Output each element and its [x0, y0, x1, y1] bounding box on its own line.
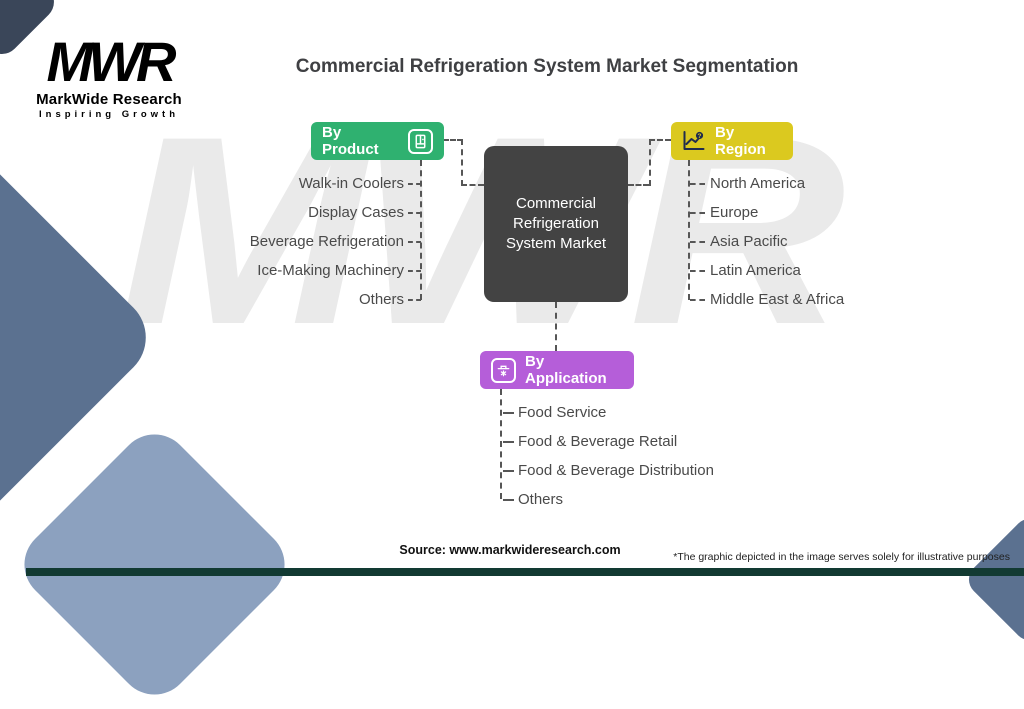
segment-item-label: Food & Beverage Distribution: [518, 462, 714, 479]
page-title: Commercial Refrigeration System Market S…: [295, 56, 799, 77]
connector-line: [461, 184, 484, 186]
source-text: Source: www.markwideresearch.com: [399, 543, 621, 557]
segment-item: Europe: [690, 198, 1010, 227]
segment-item: Asia Pacific: [690, 227, 1010, 256]
segment-item-label: North America: [710, 175, 806, 192]
segment-item-label: Others: [518, 491, 564, 508]
disclaimer-text: *The graphic depicted in the image serve…: [673, 551, 1010, 563]
segment-item-label: Display Cases: [308, 204, 404, 221]
badge-by-product: By Product: [311, 122, 444, 160]
segment-item: Ice-Making Machinery: [84, 256, 421, 285]
chart-search-icon: ?: [682, 130, 706, 152]
segment-item: Others: [503, 485, 848, 514]
segment-item-label: Europe: [710, 204, 759, 221]
connector-line: [649, 139, 671, 141]
segment-item: Middle East & Africa: [690, 285, 1010, 314]
decor-bottom-strip: [26, 568, 1024, 576]
central-node-label: Commercial Refrigeration System Market: [505, 194, 607, 253]
central-node: Commercial Refrigeration System Market: [484, 146, 628, 302]
segment-item: Beverage Refrigeration: [84, 227, 421, 256]
branch-line-product: [420, 160, 422, 300]
segment-item-label: Others: [358, 291, 404, 308]
segment-item-label: Food & Beverage Retail: [518, 433, 678, 450]
segment-item: Food & Beverage Retail: [503, 427, 848, 456]
badge-by-region: ? By Region: [671, 122, 793, 160]
segment-item: Walk-in Coolers: [84, 169, 421, 198]
segment-item-label: Asia Pacific: [710, 233, 788, 250]
segment-item: Food Service: [503, 398, 848, 427]
display-cooler-icon: [408, 128, 433, 154]
markwide-logo: MWR MarkWide Research Inspiring Growth: [30, 30, 188, 121]
connector-line: [461, 139, 463, 186]
segment-item-label: Food Service: [518, 404, 607, 421]
segment-item: Display Cases: [84, 198, 421, 227]
segment-item: Others: [84, 285, 421, 314]
logo-name: MarkWide Research: [36, 91, 182, 108]
branch-line-region: [688, 160, 690, 300]
connector-line: [649, 139, 651, 186]
segment-item-label: Walk-in Coolers: [298, 175, 404, 192]
svg-text:?: ?: [698, 133, 702, 140]
kitchen-appliance-icon: [491, 357, 516, 383]
logo-tagline: Inspiring Growth: [39, 109, 179, 120]
badge-by-application: By Application: [480, 351, 634, 389]
badge-by-application-label: By Application: [525, 353, 607, 387]
segment-item-label: Middle East & Africa: [710, 291, 845, 308]
segment-item-label: Beverage Refrigeration: [249, 233, 404, 250]
segment-item-label: Latin America: [710, 262, 801, 279]
segment-item-label: Ice-Making Machinery: [257, 262, 404, 279]
branch-line-application: [500, 389, 502, 499]
badge-by-region-label: By Region: [715, 124, 766, 158]
logo-monogram: MWR: [46, 30, 177, 93]
segment-item: Food & Beverage Distribution: [503, 456, 848, 485]
connector-line: [443, 139, 463, 141]
connector-line: [628, 184, 649, 186]
segment-item: Latin America: [690, 256, 1010, 285]
connector-line: [555, 302, 557, 351]
segment-item: North America: [690, 169, 1010, 198]
badge-by-product-label: By Product: [322, 124, 379, 158]
